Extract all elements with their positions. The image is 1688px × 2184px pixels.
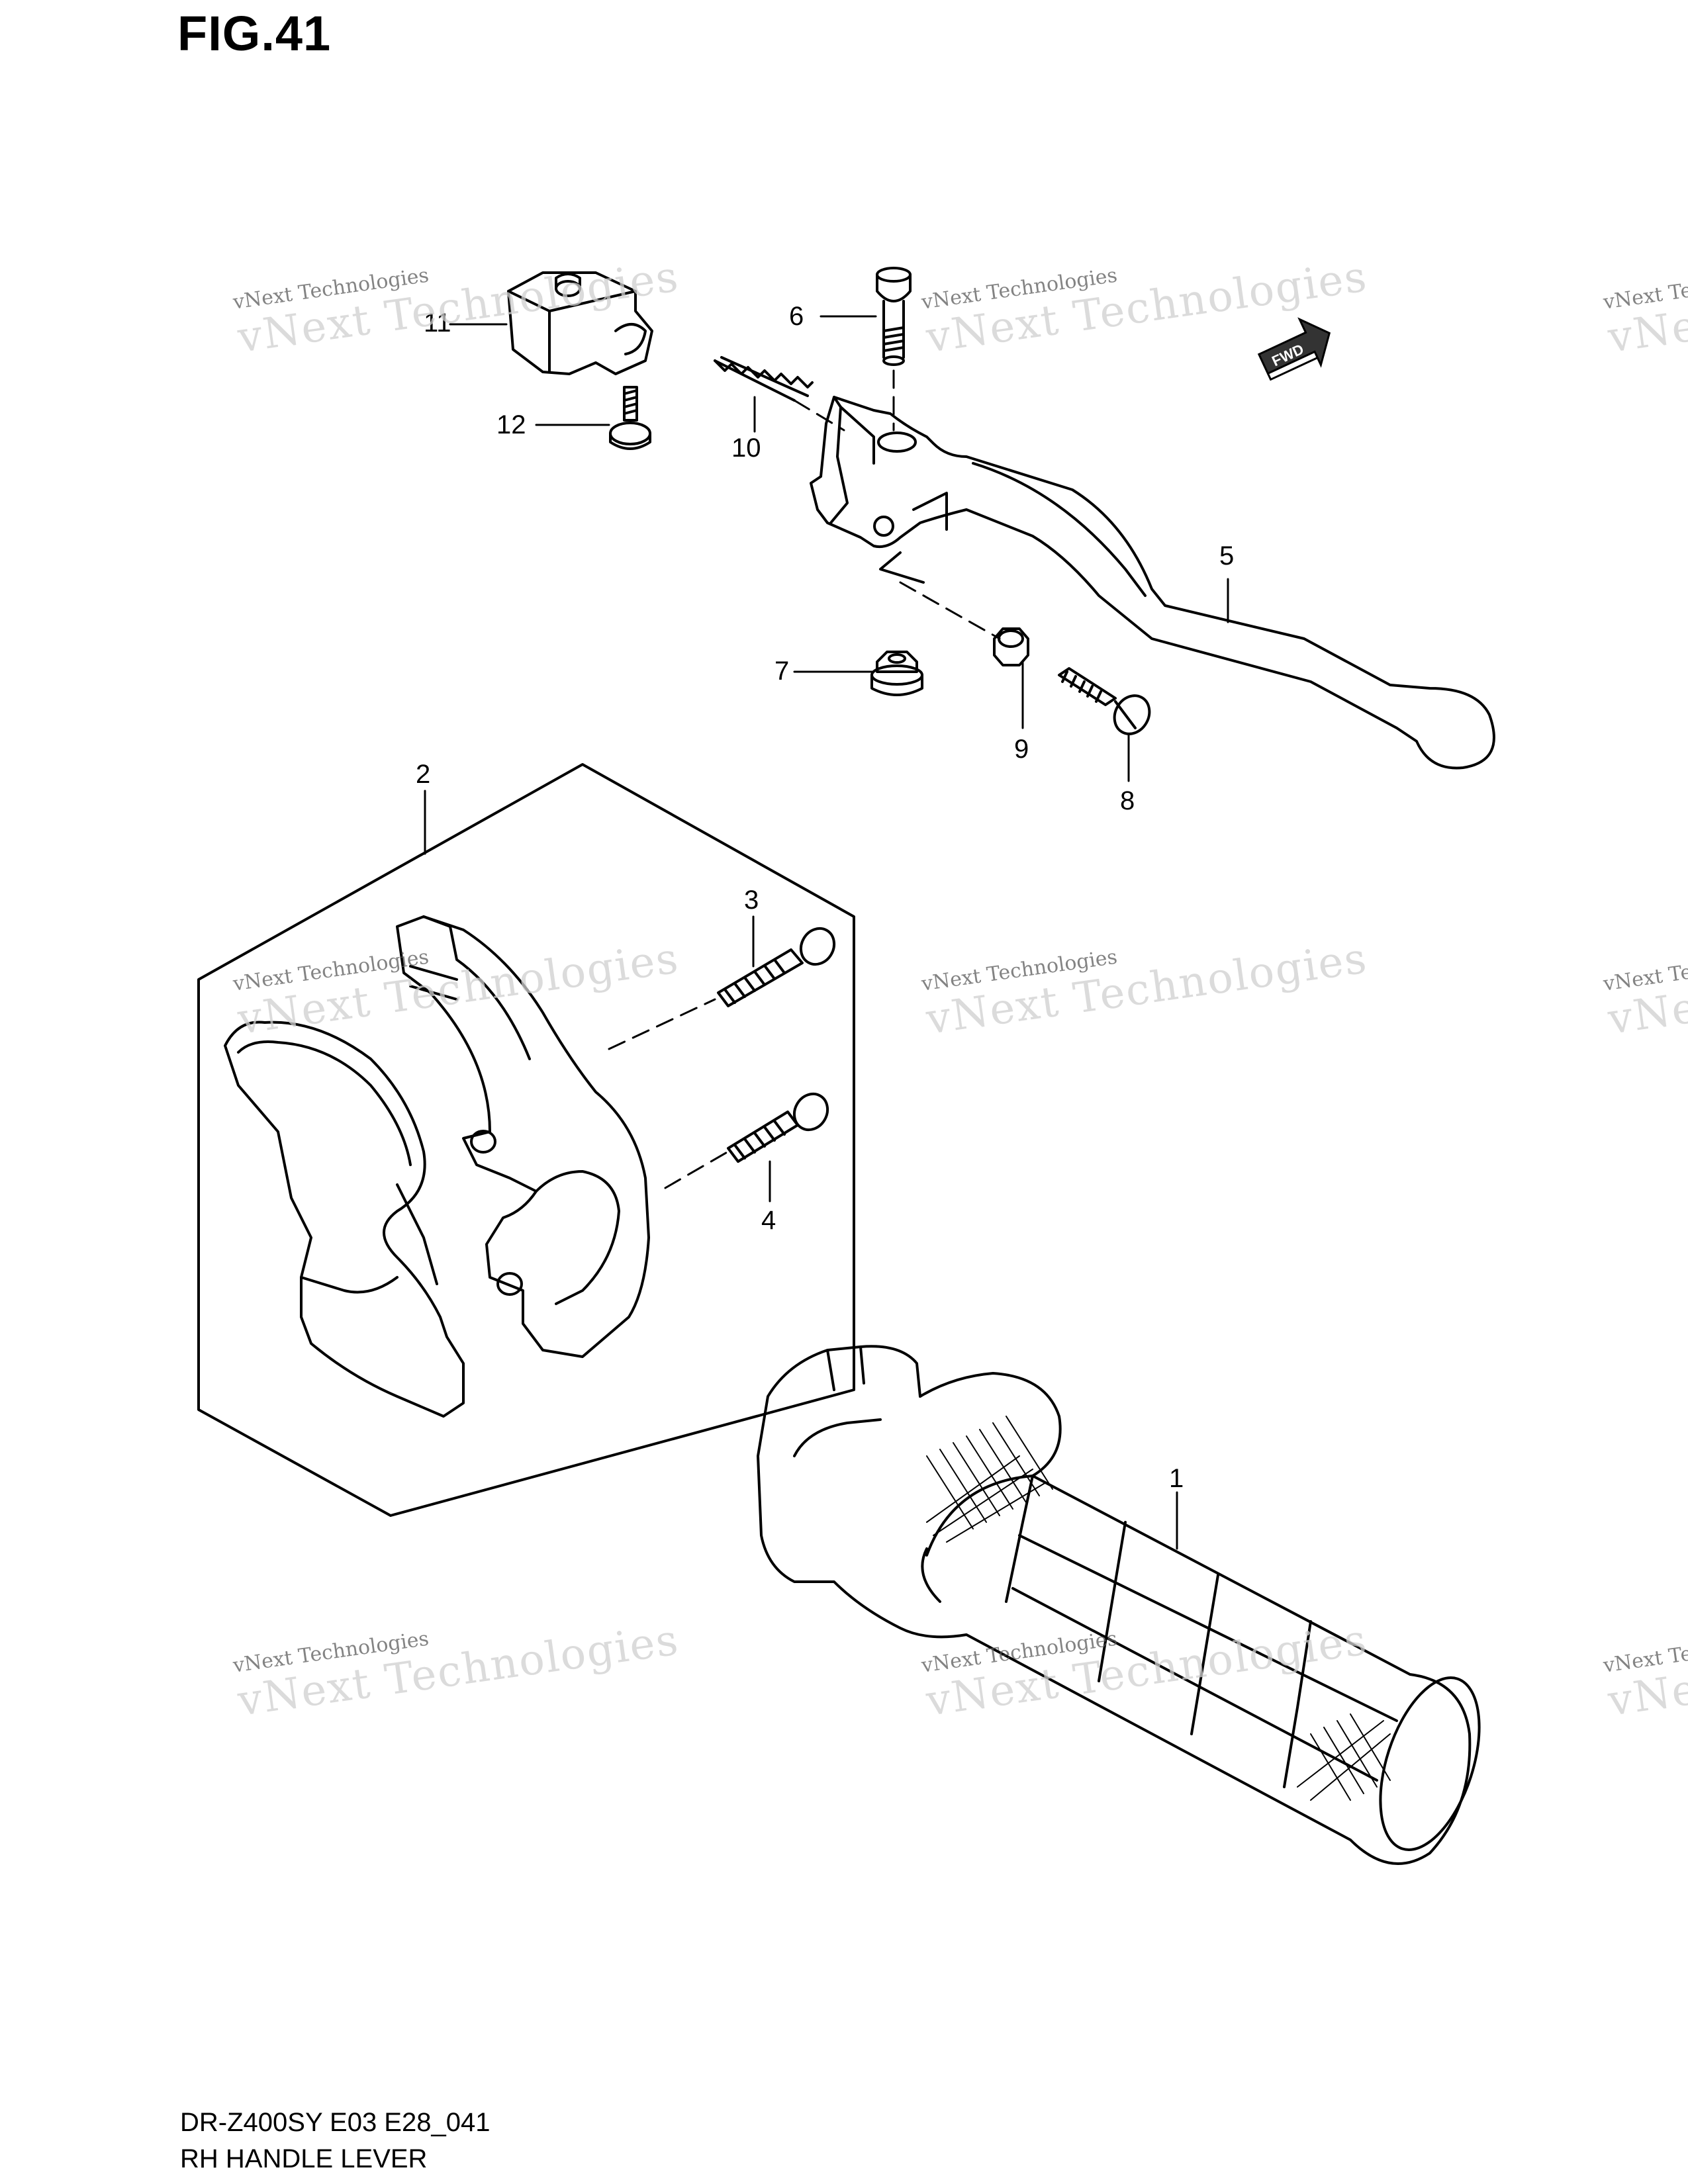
- callout-8: 8: [1120, 786, 1135, 815]
- figure-caption: RH HANDLE LEVER: [180, 2144, 428, 2173]
- callout-7: 7: [774, 657, 790, 686]
- part-11-switch: [507, 271, 653, 375]
- callout-10: 10: [731, 433, 761, 463]
- leader-lines: [424, 315, 1229, 1550]
- callout-2: 2: [416, 760, 431, 789]
- part-2-clamp: [224, 915, 650, 1418]
- part-7-nut: [870, 651, 923, 696]
- callout-12: 12: [496, 410, 526, 439]
- part-4-screw: [727, 1092, 829, 1163]
- part-8-bolt: [1058, 667, 1151, 735]
- callout-6: 6: [789, 302, 804, 331]
- figure-title: FIG.41: [177, 6, 332, 61]
- callout-9: 9: [1014, 735, 1029, 764]
- part-12-screw: [609, 386, 651, 450]
- part-3-screw: [717, 927, 836, 1007]
- part-9-nut: [993, 627, 1029, 666]
- callout-4: 4: [761, 1206, 776, 1235]
- part-10-spring: [714, 356, 814, 402]
- part-6-pin: [876, 267, 912, 366]
- part-1-grip-texture: [926, 1416, 1391, 1801]
- part-1-grip: [757, 1345, 1481, 1865]
- part-2-box: [197, 763, 855, 1517]
- callout-3: 3: [744, 886, 759, 915]
- part-5-lever: [810, 396, 1495, 770]
- fwd-arrow-icon: FWD: [1257, 317, 1331, 381]
- model-code: DR-Z400SY E03 E28_041: [180, 2108, 491, 2137]
- callout-5: 5: [1219, 541, 1235, 570]
- callout-11: 11: [424, 308, 451, 338]
- callout-1: 1: [1169, 1464, 1184, 1493]
